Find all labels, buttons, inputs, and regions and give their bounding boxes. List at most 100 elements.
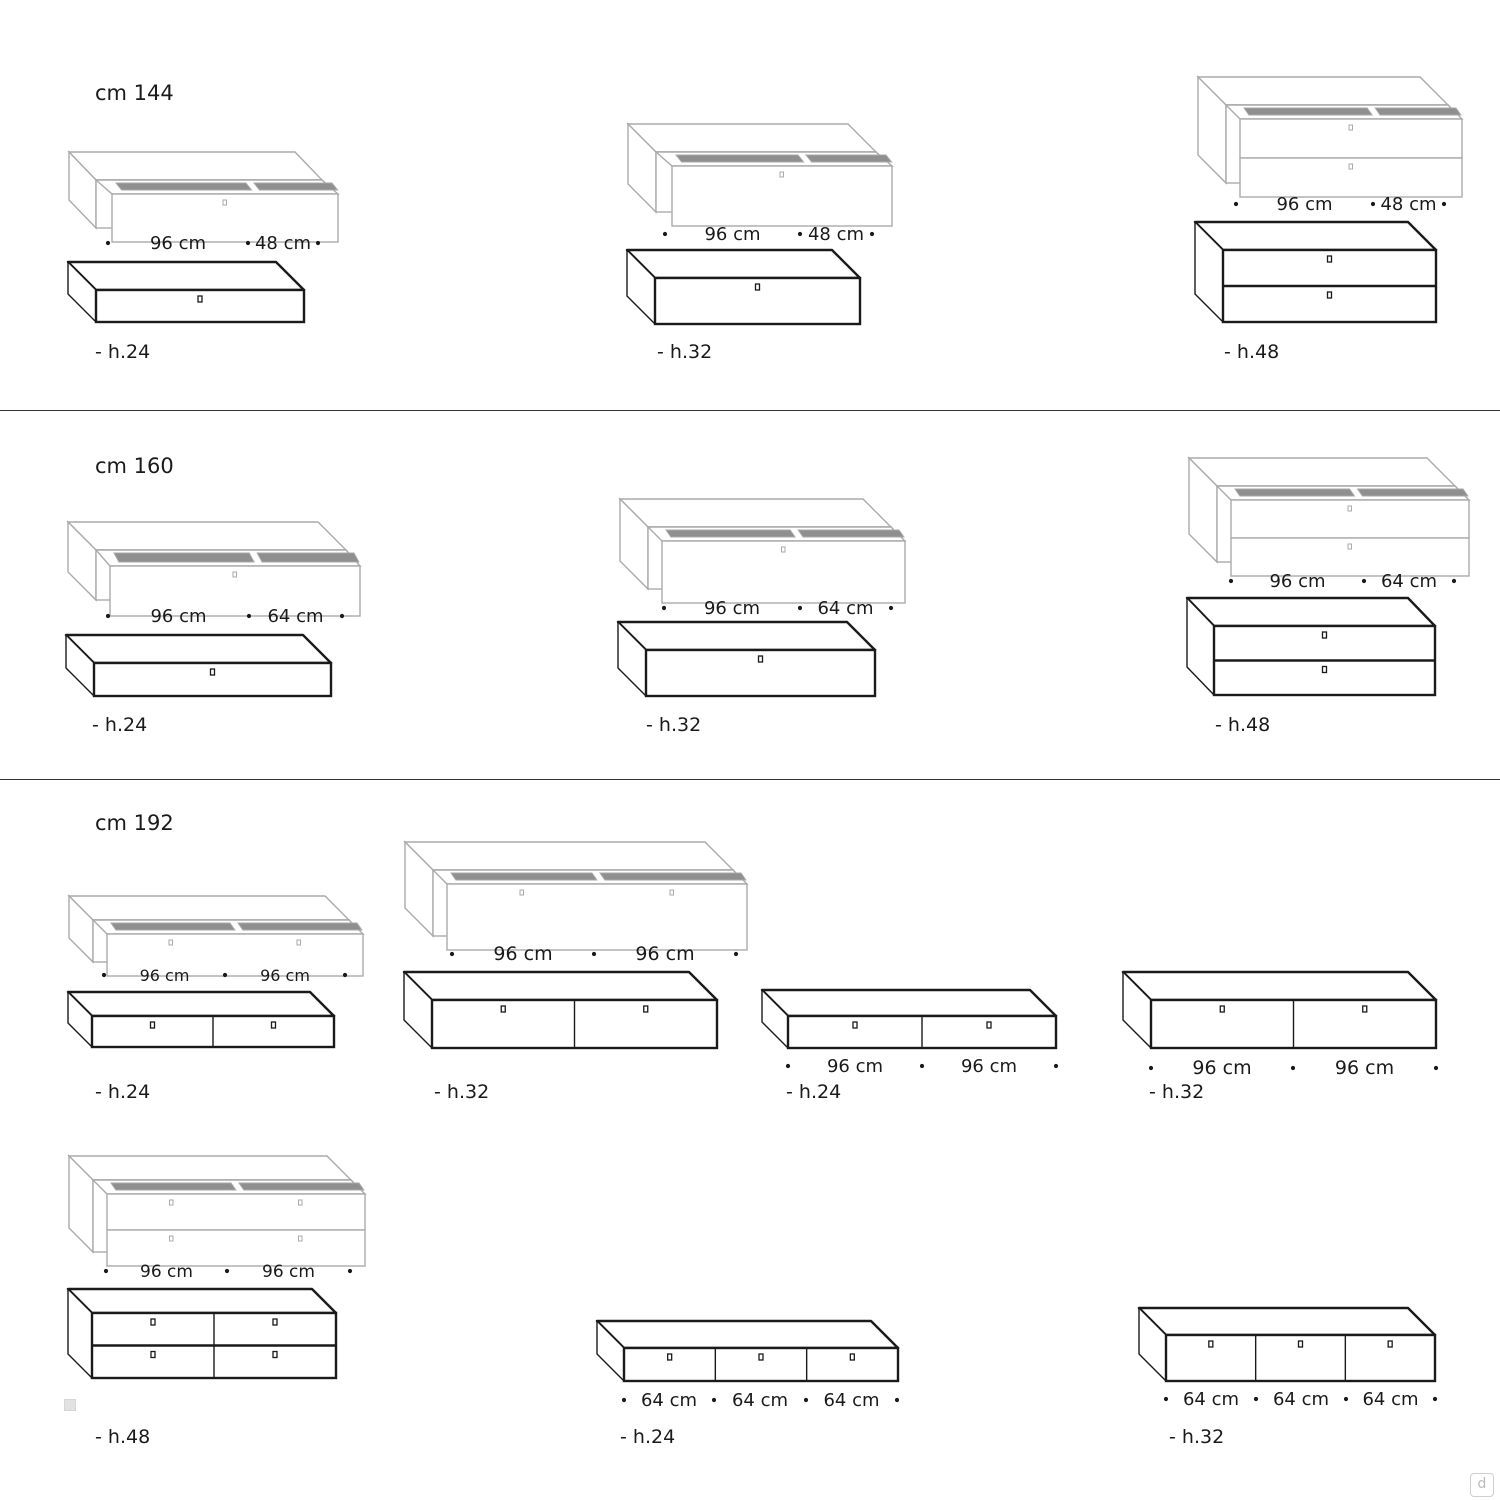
dimension-label: 96 cm: [635, 943, 694, 965]
drawer-handle-icon: [169, 1235, 174, 1242]
drawer-handle-icon: [1348, 124, 1353, 131]
height-label: - h.24: [92, 714, 148, 736]
dimension-dot: [449, 951, 455, 957]
drawer-handle-icon: [168, 939, 173, 946]
dimension-dot: [101, 972, 107, 978]
ghost-top-face: [66, 521, 348, 551]
cabinet-top-face: [66, 260, 306, 292]
cabinet-top-face: [1193, 220, 1438, 252]
drawer-handle-icon: [757, 655, 764, 663]
cabinet-front-face: [622, 1346, 900, 1383]
drawer-handle-icon: [781, 546, 786, 553]
dimension-dot: [869, 231, 875, 237]
dimension-label: 96 cm: [961, 1056, 1017, 1077]
dimension-dot: [1253, 1396, 1259, 1402]
cabinet-top-face: [1121, 970, 1438, 1002]
dimension-label: 64 cm: [817, 598, 873, 619]
ghost-top-face: [1187, 457, 1457, 487]
dimension-dot: [797, 605, 803, 611]
drawer-interior-compartment: [256, 552, 360, 563]
cabinet-top-face: [1137, 1306, 1437, 1337]
dimension-dot: [919, 1063, 925, 1069]
open-drawer-front: [446, 883, 748, 951]
ghost-top-face: [67, 151, 324, 181]
ghost-top-face: [1196, 76, 1450, 106]
dimension-label: 96 cm: [1192, 1057, 1251, 1079]
dimension-label: 96 cm: [140, 1262, 193, 1282]
drawer-handle-icon: [149, 1021, 156, 1029]
dimension-label: 96 cm: [493, 943, 552, 965]
drawer-interior-compartment: [599, 872, 747, 881]
drawer-handle-icon: [1326, 255, 1333, 263]
height-label: - h.48: [1215, 714, 1271, 736]
height-label: - h.32: [646, 714, 702, 736]
cabinet-front-face: [92, 661, 333, 698]
cabinet-top-face: [760, 988, 1058, 1018]
drawer-handle-icon: [272, 1318, 278, 1326]
dimension-dot: [245, 240, 251, 246]
drawer-handle-icon: [197, 295, 203, 303]
height-label: - h.48: [95, 1426, 151, 1448]
drawer-interior-compartment: [237, 922, 363, 931]
height-label: - h.32: [434, 1081, 490, 1103]
dimension-label: 64 cm: [641, 1390, 697, 1411]
drawer-handle-icon: [1321, 665, 1328, 674]
cabinet-top-face: [66, 990, 336, 1018]
drawer-handle-icon: [1362, 1005, 1368, 1013]
dimension-dot: [1228, 578, 1234, 584]
dimension-dot: [339, 613, 345, 619]
height-label: - h.32: [1169, 1426, 1225, 1448]
drawer-handle-icon: [272, 1350, 278, 1359]
dimension-dot: [1451, 578, 1457, 584]
ghost-top-face: [403, 841, 735, 871]
dimension-label: 96 cm: [704, 224, 760, 245]
dimension-dot: [803, 1397, 809, 1403]
drawer-handle-icon: [500, 1005, 506, 1013]
cabinet-front-face: [94, 288, 306, 324]
dimension-dot: [1148, 1065, 1154, 1071]
section-title-cm-144: cm 144: [95, 81, 174, 105]
drawer-handle-icon: [779, 171, 784, 178]
drawer-handle-icon: [169, 1199, 174, 1206]
dimension-label: 96 cm: [827, 1056, 883, 1077]
ghost-top-face: [618, 498, 893, 528]
drawer-handle-icon: [852, 1021, 858, 1029]
dimension-dot: [1441, 201, 1447, 207]
cabinet-top-face: [66, 1287, 338, 1315]
cabinet-top-face: [402, 970, 719, 1002]
drawer-interior-compartment: [113, 552, 255, 563]
drawer-interior-compartment: [450, 872, 598, 881]
drawer-interior-compartment: [252, 182, 339, 191]
handle-swatch-icon: [64, 1399, 76, 1411]
drawer-interior-compartment: [674, 154, 805, 163]
dimension-label: 96 cm: [260, 966, 310, 985]
drawer-handle-icon: [296, 939, 301, 946]
dimension-dot: [661, 605, 667, 611]
drawer-handle-icon: [754, 283, 761, 291]
section-title-cm-160: cm 160: [95, 454, 174, 478]
dimension-label: 64 cm: [1183, 1389, 1239, 1410]
dimension-label: 48 cm: [1380, 194, 1436, 215]
drawer-handle-icon: [150, 1350, 156, 1359]
drawer-handle-icon: [1208, 1340, 1214, 1348]
dimension-label: 96 cm: [150, 233, 206, 254]
cabinet-top-face: [1185, 596, 1437, 628]
dimension-dot: [105, 613, 111, 619]
dimension-dot: [342, 972, 348, 978]
drawer-handle-icon: [667, 1353, 673, 1361]
dimension-label: 48 cm: [255, 233, 311, 254]
drawer-handle-icon: [669, 889, 674, 896]
dimension-dot: [246, 613, 252, 619]
dimension-dot: [797, 231, 803, 237]
section-divider: [0, 779, 1500, 780]
dimension-label: 96 cm: [262, 1262, 315, 1282]
drawer-interior-compartment: [1356, 488, 1469, 497]
drawer-interior-compartment: [114, 182, 253, 191]
cabinet-top-face: [616, 620, 877, 652]
dimension-dot: [1053, 1063, 1059, 1069]
drawer-handle-icon: [1347, 505, 1352, 512]
dimension-dot: [1343, 1396, 1349, 1402]
dimension-dot: [1370, 201, 1376, 207]
drawer-handle-icon: [1387, 1340, 1393, 1348]
